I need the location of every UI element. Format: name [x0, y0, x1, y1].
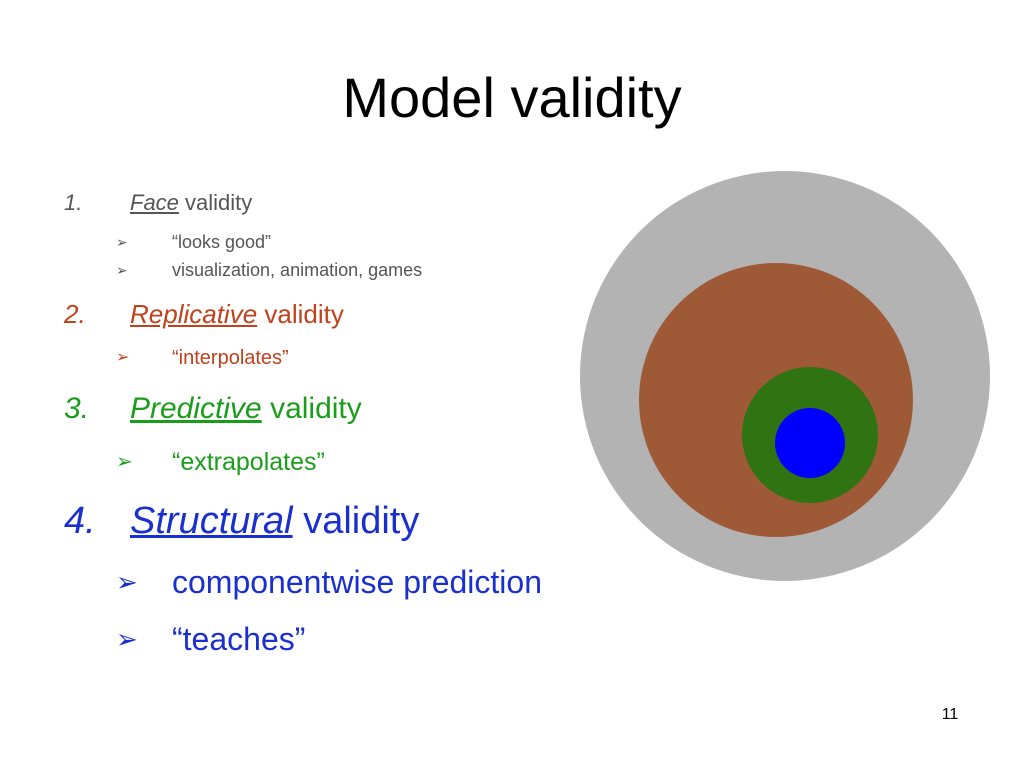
bullet-text: “extrapolates” [172, 448, 325, 476]
item-suffix: validity [185, 190, 253, 215]
arrow-bullet-icon: ➢ [116, 262, 128, 278]
item-heading: Predictive validity [130, 390, 362, 428]
item-term: Face [130, 190, 179, 215]
bullet-text: “interpolates” [172, 347, 289, 369]
bullet-text: “looks good” [172, 232, 272, 252]
structural-validity-circle [775, 408, 845, 478]
item-heading: Face validity [130, 188, 252, 218]
arrow-bullet-icon: ➢ [116, 349, 130, 366]
slide-title: Model validity [342, 66, 682, 129]
arrow-bullet-icon: ➢ [116, 451, 133, 473]
item-heading: Replicative validity [130, 297, 344, 331]
bullet-text: “teaches” [172, 621, 306, 657]
item-term: Replicative [130, 299, 258, 329]
slide-number: 11 [941, 706, 959, 723]
item-suffix: validity [303, 500, 420, 542]
item-suffix: validity [270, 392, 362, 425]
item-number: 1. [64, 190, 83, 215]
arrow-bullet-icon: ➢ [116, 234, 128, 250]
item-number: 4. [64, 500, 96, 542]
item-term: Predictive [130, 392, 262, 425]
item-number: 3. [64, 392, 90, 425]
bullet-text: visualization, animation, games [172, 260, 423, 280]
item-term: Structural [130, 500, 293, 542]
bullet-text: componentwise prediction [172, 564, 542, 600]
nested-circles-diagram [580, 171, 990, 581]
item-number: 2. [64, 299, 86, 329]
item-heading: Structural validity [130, 498, 419, 544]
arrow-bullet-icon: ➢ [116, 624, 138, 654]
item-suffix: validity [264, 299, 344, 329]
arrow-bullet-icon: ➢ [116, 567, 138, 597]
